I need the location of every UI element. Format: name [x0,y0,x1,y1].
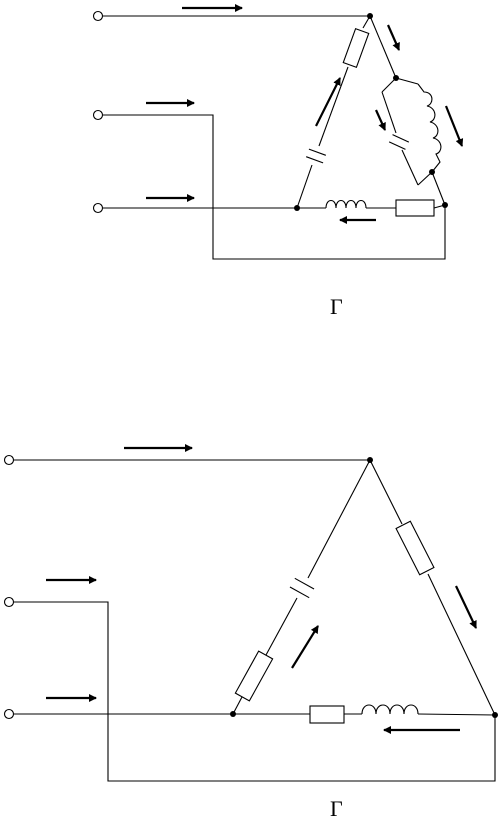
top-parallel-inductor [417,83,442,173]
top-delta-circuit [92,4,464,260]
bottom-node-a [367,457,373,463]
top-right-branch-wire-1 [369,15,397,79]
top-parallel-upper-rail-2 [395,77,419,85]
top-figure-label: Г [330,294,343,319]
top-bottom-resistor [395,199,435,217]
bottom-right-current-arrow [455,585,477,629]
bottom-bottom-resistor [309,705,345,724]
top-parallel-capacitor [388,134,410,150]
bottom-left-wire-2 [265,597,298,656]
bottom-bottom-wire-3 [417,713,496,716]
bottom-left-resistor [234,650,274,702]
bottom-left-current-arrow [291,625,319,669]
bottom-bottom-inductor [361,704,419,715]
bottom-node-c [230,711,236,717]
bottom-right-wire-1 [369,459,403,525]
bottom-right-resistor [395,520,435,576]
top-bottom-inductor [325,199,367,209]
top-node-a [367,13,373,19]
top-parallel-upper-rail [381,77,397,93]
top-parallel-cap-wire-2 [401,149,419,186]
bottom-right-wire-2 [427,573,496,716]
top-terminal-a[interactable] [92,10,104,22]
bottom-figure-label: Г [330,796,343,819]
bottom-terminal-b[interactable] [3,596,15,608]
top-node-b [442,202,448,208]
top-left-branch-wire-2 [318,66,349,147]
top-parallel-cap-wire-1 [381,91,397,134]
top-parallel-lower-rail [417,171,433,186]
top-left-capacitor [305,148,327,164]
bottom-left-capacitor [289,577,315,599]
bottom-line-b [14,601,496,782]
top-node-c [294,205,300,211]
top-node-parallel-top [393,75,399,81]
top-line-b [103,114,446,260]
bottom-left-wire-3 [307,459,371,579]
top-right-arrow-3 [444,105,464,147]
top-node-parallel-bottom [429,169,435,175]
bottom-left-wire-1 [232,696,243,715]
top-terminal-b[interactable] [92,109,104,121]
bottom-delta-circuit [3,444,498,782]
top-right-arrow-2 [374,109,387,131]
top-right-branch-wire-2 [431,171,446,206]
bottom-terminal-c[interactable] [3,708,15,720]
top-right-arrow-1 [386,24,401,51]
top-terminal-c[interactable] [92,202,104,214]
top-left-current-arrow [315,77,341,127]
top-left-branch-wire-1 [296,164,313,209]
bottom-node-b [492,712,498,718]
top-left-resistor [342,27,370,69]
bottom-terminal-a[interactable] [3,454,15,466]
